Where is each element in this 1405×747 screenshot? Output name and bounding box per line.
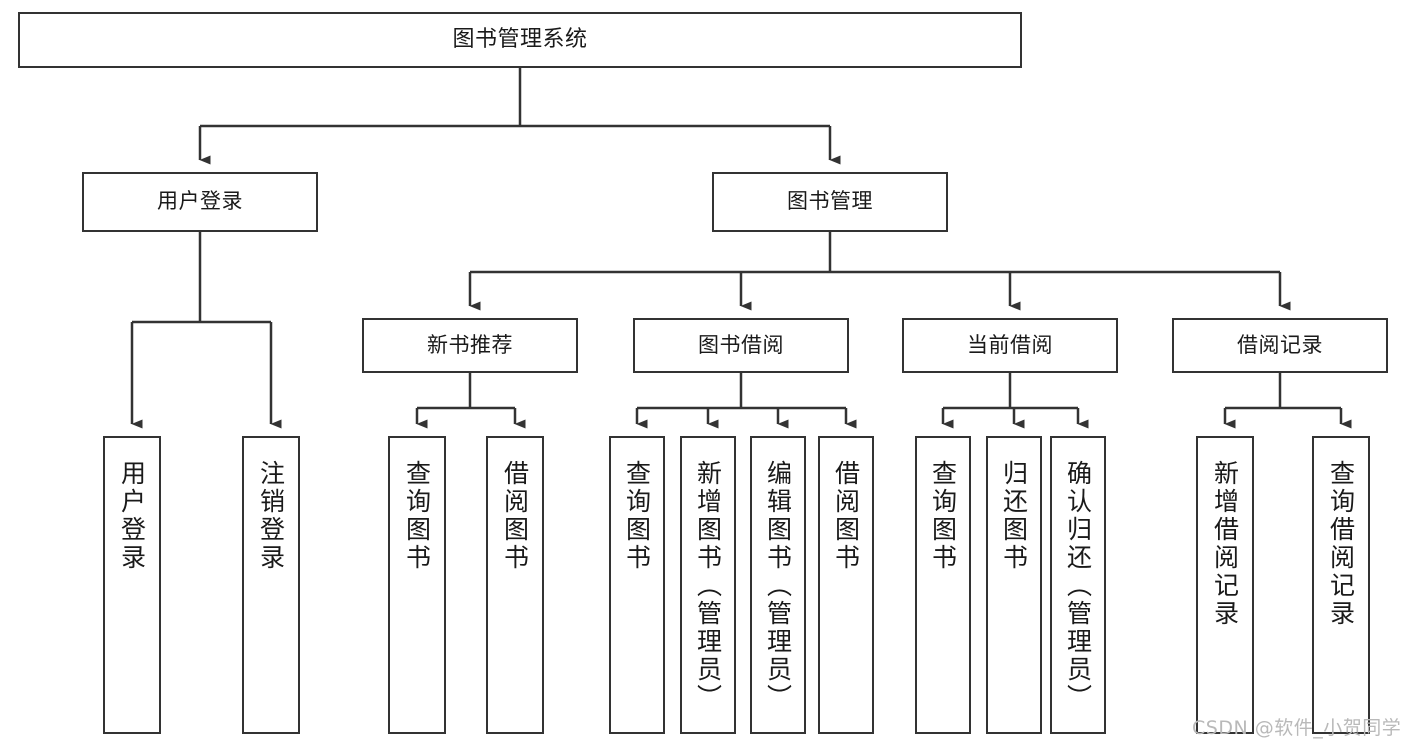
node-label: 图书借阅 <box>698 332 784 357</box>
node-label: 借阅图书 <box>500 460 530 572</box>
node-borrow-query-book[interactable]: 查询图书 <box>609 436 665 734</box>
node-label: 查询图书 <box>622 460 652 572</box>
node-current-borrow[interactable]: 当前借阅 <box>902 318 1118 373</box>
node-label: 用户登录 <box>117 460 147 572</box>
csdn-watermark: CSDN @软件_小贺同学 <box>1192 717 1402 739</box>
node-rec-borrow-book[interactable]: 借阅图书 <box>486 436 544 734</box>
node-label: 确认归还（管理员） <box>1063 460 1093 712</box>
node-book-borrow[interactable]: 图书借阅 <box>633 318 849 373</box>
node-label: 编辑图书（管理员） <box>763 460 793 712</box>
node-borrow-do-borrow[interactable]: 借阅图书 <box>818 436 874 734</box>
node-label: 新增图书（管理员） <box>693 460 723 712</box>
node-label: 图书管理 <box>787 189 873 214</box>
node-user-login-do[interactable]: 用户登录 <box>103 436 161 734</box>
node-label: 新增借阅记录 <box>1210 460 1240 628</box>
node-cur-return-book[interactable]: 归还图书 <box>986 436 1042 734</box>
node-cur-query-book[interactable]: 查询图书 <box>915 436 971 734</box>
node-borrow-add-book[interactable]: 新增图书（管理员） <box>680 436 736 734</box>
node-rec-query-book[interactable]: 查询图书 <box>388 436 446 734</box>
node-label: 新书推荐 <box>427 332 513 357</box>
node-label: 图书管理系统 <box>452 26 588 52</box>
node-label: 查询图书 <box>402 460 432 572</box>
node-label: 归还图书 <box>999 460 1029 572</box>
node-cur-confirm-return[interactable]: 确认归还（管理员） <box>1050 436 1106 734</box>
node-borrow-record[interactable]: 借阅记录 <box>1172 318 1388 373</box>
node-label: 注销登录 <box>256 460 286 572</box>
node-label: 当前借阅 <box>967 332 1053 357</box>
node-new-book-rec[interactable]: 新书推荐 <box>362 318 578 373</box>
node-label: 借阅记录 <box>1237 332 1323 357</box>
node-rec-query-record[interactable]: 查询借阅记录 <box>1312 436 1370 734</box>
node-user-logout[interactable]: 注销登录 <box>242 436 300 734</box>
node-label: 借阅图书 <box>831 460 861 572</box>
node-label: 查询图书 <box>928 460 958 572</box>
node-label: 查询借阅记录 <box>1326 460 1356 628</box>
node-label: 用户登录 <box>157 189 243 214</box>
node-user-login[interactable]: 用户登录 <box>82 172 318 232</box>
node-root-system[interactable]: 图书管理系统 <box>18 12 1022 68</box>
node-rec-add-record[interactable]: 新增借阅记录 <box>1196 436 1254 734</box>
node-borrow-edit-book[interactable]: 编辑图书（管理员） <box>750 436 806 734</box>
node-book-manage[interactable]: 图书管理 <box>712 172 948 232</box>
